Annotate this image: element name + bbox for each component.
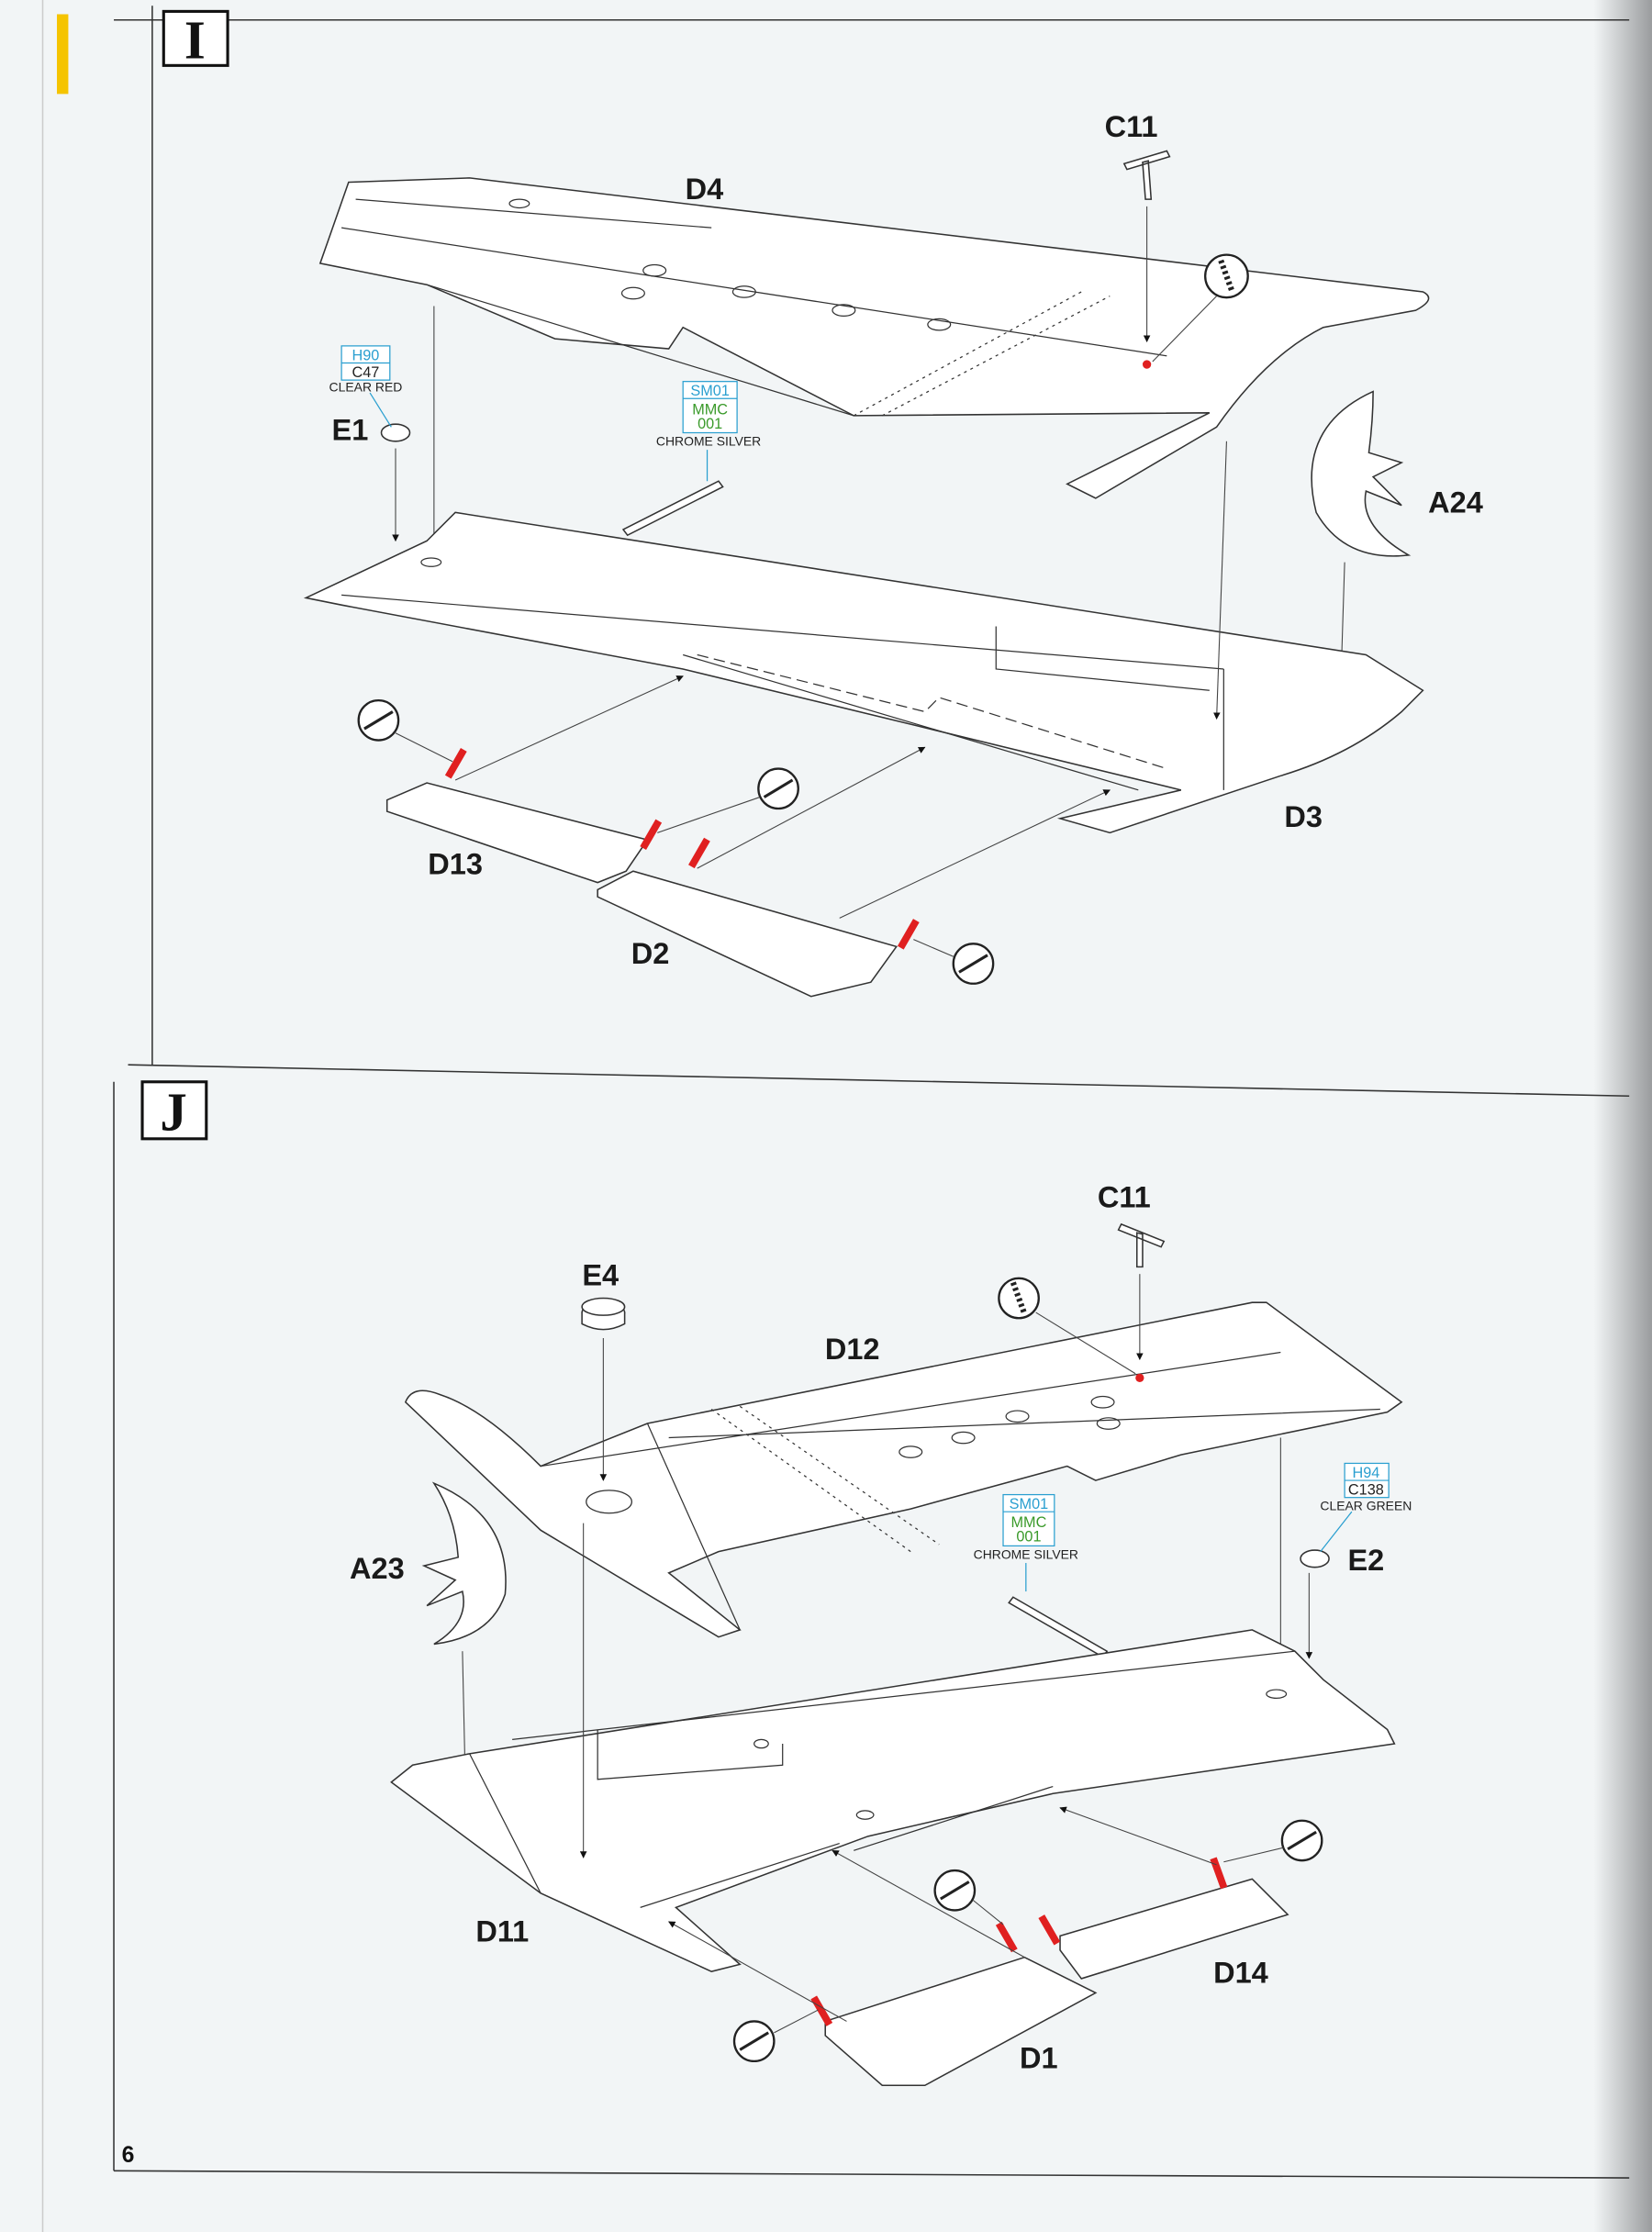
part-label-D14: D14 — [1213, 1957, 1268, 1990]
paint-code: C138 — [1348, 1482, 1384, 1499]
paint-code: 001 — [1016, 1529, 1041, 1546]
paint-name: CLEAR GREEN — [1320, 1499, 1412, 1513]
paint-code: MMC — [692, 401, 728, 418]
part-C11 — [1117, 1222, 1166, 1383]
part-label-A24: A24 — [1428, 485, 1483, 519]
step-number: I — [184, 10, 206, 71]
part-label-D11: D11 — [475, 1915, 529, 1948]
step-box-J — [140, 1080, 208, 1141]
page-number: 6 — [122, 2143, 135, 2168]
part-label-D3: D3 — [1284, 800, 1323, 833]
step-J: J D12 E4 C11 — [140, 1080, 1412, 2087]
part-D4-wing-upper — [318, 177, 1430, 499]
part-E1-light — [369, 306, 435, 555]
paint-code: C47 — [352, 364, 380, 381]
paint-callout-clear-green: H94 C138 CLEAR GREEN — [1320, 1462, 1412, 1513]
paint-code: H90 — [352, 347, 380, 363]
part-label-D1: D1 — [1020, 2042, 1058, 2075]
paint-callout-clear-red: H90 C47 CLEAR RED — [329, 345, 403, 395]
part-E4 — [581, 1297, 626, 1481]
paint-code: H94 — [1352, 1465, 1379, 1481]
part-D11-wing-lower — [390, 1523, 1396, 1972]
paint-code: SM01 — [1010, 1496, 1048, 1512]
paint-callout-chrome-silver: SM01 MMC 001 CHROME SILVER — [974, 1493, 1109, 1658]
part-label-D2: D2 — [631, 937, 670, 970]
part-label-D13: D13 — [428, 847, 483, 880]
step-box-I — [162, 9, 229, 67]
part-C11 — [1122, 150, 1171, 369]
step-I: I D4 C11 — [162, 9, 1483, 998]
drill-hole-icon — [1152, 253, 1249, 363]
paint-code: SM01 — [690, 383, 729, 399]
part-D12-wing-upper — [404, 1301, 1403, 1638]
paint-code: 001 — [698, 416, 722, 432]
part-D3-wing-lower — [303, 441, 1424, 834]
part-label-E1: E1 — [331, 413, 368, 446]
part-label-E2: E2 — [1347, 1544, 1384, 1577]
part-D1-flap — [668, 1849, 1098, 2087]
cut-part-icon — [357, 698, 995, 985]
paint-name: CLEAR RED — [329, 380, 403, 395]
yellow-tab — [57, 14, 69, 95]
page-edge-shadow — [1593, 0, 1652, 2232]
part-label-E4: E4 — [582, 1259, 619, 1292]
paint-name: CHROME SILVER — [656, 433, 761, 448]
part-D13-flap — [385, 675, 684, 884]
part-label-C11: C11 — [1098, 1180, 1151, 1213]
cut-part-icon — [732, 1819, 1323, 2063]
paint-code: MMC — [1011, 1514, 1047, 1531]
part-E2-light — [1279, 1437, 1353, 1680]
part-label-C11: C11 — [1105, 110, 1158, 143]
paint-name: CHROME SILVER — [974, 1546, 1078, 1561]
part-D14-flap — [1038, 1806, 1289, 1980]
part-label-D12: D12 — [825, 1333, 880, 1366]
part-label-D4: D4 — [686, 173, 724, 206]
paint-callout-chrome-silver: SM01 MMC 001 CHROME SILVER — [621, 381, 761, 537]
drill-hole-icon — [998, 1277, 1136, 1375]
page-frame — [113, 6, 1630, 2179]
step-number: J — [160, 1081, 186, 1142]
part-label-A23: A23 — [350, 1552, 405, 1585]
part-A23 — [421, 1481, 507, 1780]
part-D2-flap — [597, 746, 1111, 998]
